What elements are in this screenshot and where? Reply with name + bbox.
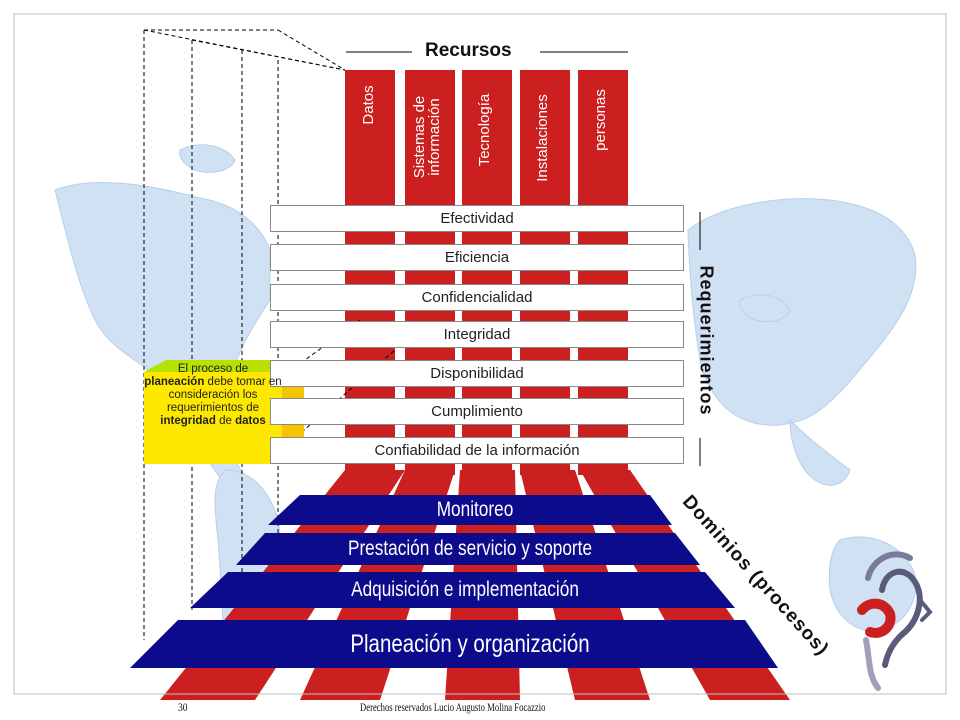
- domain-planeacion: Planeación y organización: [350, 630, 590, 658]
- resource-label-tecnologia: Tecnología: [476, 93, 493, 167]
- requirement-efectividad: Efectividad: [270, 205, 684, 232]
- resource-label-personas: personas: [592, 89, 609, 151]
- domain-prestacion: Prestación de servicio y soporte: [347, 537, 593, 560]
- resource-label-instalaciones: Instalaciones: [534, 94, 551, 182]
- requirement-confiabilidad: Confiabilidad de la información: [270, 437, 684, 464]
- callout-part3: de: [219, 415, 232, 427]
- resource-label-datos: Datos: [360, 85, 377, 125]
- callout-bold1: planeación: [144, 376, 205, 388]
- requirement-cumplimiento: Cumplimiento: [270, 398, 684, 425]
- slab-monitoreo: [268, 495, 672, 525]
- domain-monitoreo: Monitoreo: [436, 498, 514, 521]
- requirement-confidencialidad: Confidencialidad: [270, 284, 684, 311]
- requirements-title: Requerimientos: [696, 265, 717, 416]
- callout-bold3: datos: [235, 415, 266, 427]
- domain-adquisicion: Adquisición e implementación: [351, 578, 579, 601]
- requirement-eficiencia: Eficiencia: [270, 244, 684, 271]
- callout-bold2: integridad: [160, 415, 216, 427]
- page-number: 30: [178, 700, 188, 714]
- callout-part1: El proceso de: [177, 363, 249, 375]
- resource-label-sistemas: Sistemas de información: [411, 77, 446, 197]
- callout-box: [144, 360, 304, 464]
- resource-label-sistemas-text: Sistemas de información: [411, 95, 443, 179]
- requirement-disponibilidad: Disponibilidad: [270, 360, 684, 387]
- slab-prestacion: [236, 533, 700, 565]
- resources-title: Recursos: [425, 40, 512, 61]
- head-logo: [857, 551, 933, 691]
- callout-text: El proceso de planeación debe tomar en c…: [144, 363, 282, 463]
- slab-adquisicion: [190, 572, 735, 608]
- copyright-footer: Derechos reservados Lucio Augusto Molina…: [360, 700, 546, 714]
- callout-part2: debe tomar en consideración los requerim…: [166, 376, 282, 414]
- domain-slabs: [130, 495, 778, 668]
- requirement-integridad: Integridad: [270, 321, 684, 348]
- slab-planeacion: [130, 620, 778, 668]
